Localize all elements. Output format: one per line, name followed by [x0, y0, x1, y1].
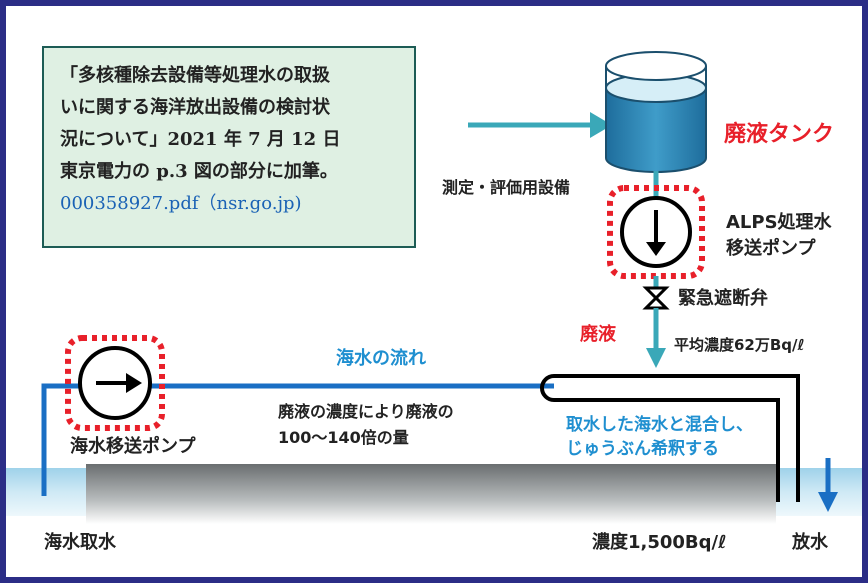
note-line: 東京電力の p.3 図の部分に加筆。 [60, 161, 338, 182]
waste-tank [605, 51, 707, 173]
avg-concentration-label: 平均濃度62万Bq/ℓ [674, 336, 805, 354]
seawater-flow-label: 海水の流れ [336, 348, 426, 369]
mixing-pipe [540, 374, 800, 502]
discharge-concentration-label: 濃度1,500Bq/ℓ [592, 532, 727, 553]
note-line: いに関する海洋放出設備の検討状 [60, 97, 330, 118]
seabed-structure [86, 464, 776, 524]
seawater-pump-highlight [65, 335, 165, 431]
alps-pump-label-2: 移送ポンプ [726, 238, 816, 259]
seawater-amount-label-2: 100〜140倍の量 [278, 428, 409, 447]
intake-label: 海水取水 [44, 532, 116, 553]
seawater-amount-label-1: 廃液の濃度により廃液の [278, 402, 454, 421]
measurement-label: 測定・評価用設備 [442, 178, 571, 197]
source-link[interactable]: 000358927.pdf（nsr.go.jp) [60, 193, 302, 214]
source-note: 「多核種除去設備等処理水の取扱 いに関する海洋放出設備の検討状 況について」20… [42, 46, 416, 248]
seawater-pump-label: 海水移送ポンプ [70, 436, 196, 457]
tank-label: 廃液タンク [724, 122, 835, 147]
alps-pump-label-1: ALPS処理水 [726, 212, 832, 233]
valve-label: 緊急遮断弁 [678, 288, 768, 309]
emergency-valve [642, 286, 670, 310]
dilution-label-1: 取水した海水と混合し、 [566, 415, 753, 435]
waste-liquid-label: 廃液 [580, 324, 616, 345]
alps-pump-highlight [607, 185, 705, 279]
discharge-label: 放水 [792, 532, 828, 553]
note-line: 「多核種除去設備等処理水の取扱 [60, 65, 330, 86]
seawater-pipe [41, 383, 554, 496]
note-line: 況について」2021 年 7 月 12 日 [60, 129, 341, 150]
dilution-label-2: じゅうぶん希釈する [566, 439, 719, 459]
diagram-graphics [6, 51, 862, 524]
